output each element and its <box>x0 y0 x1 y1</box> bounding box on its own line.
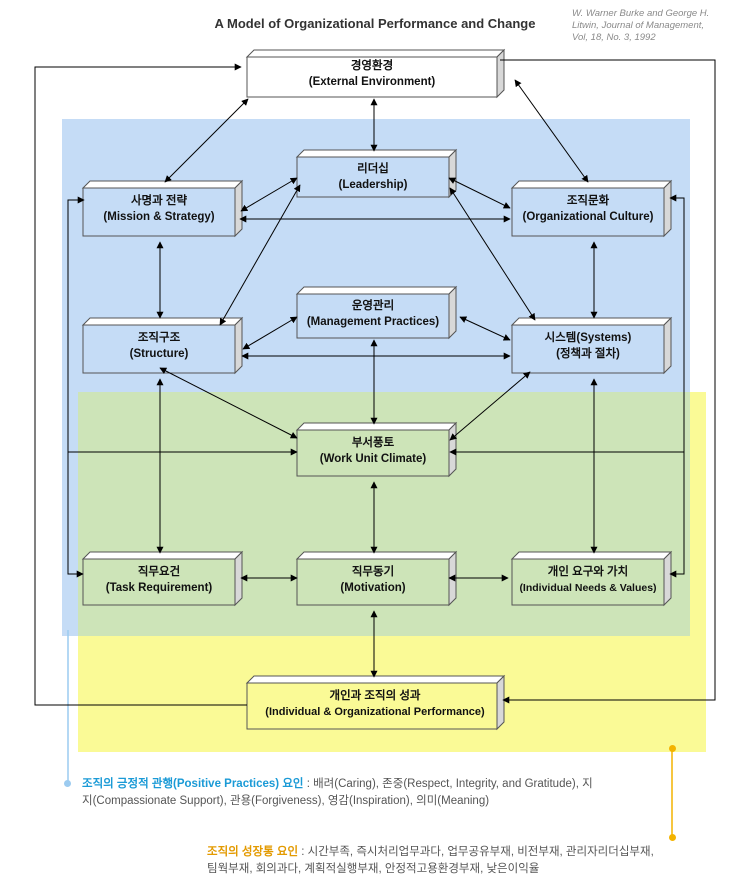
box-leadership: 리더십 (Leadership) <box>297 161 449 193</box>
box-mission-strategy: 사명과 전략 (Mission & Strategy) <box>83 193 235 225</box>
box-work-unit-climate: 부서풍토 (Work Unit Climate) <box>297 435 449 467</box>
arrow-structure-management <box>242 316 298 350</box>
arrow-external-performance-right <box>500 59 716 704</box>
box-needs-en: (Individual Needs & Values) <box>519 582 657 594</box>
box-external-ko: 경영환경 <box>350 60 394 72</box>
arrow-external-culture <box>514 79 589 183</box>
box-mission-ko: 사명과 전략 <box>130 195 188 207</box>
box-shape-climate <box>295 421 458 478</box>
box-shape-external <box>245 48 506 99</box>
positive-legend-heading: 조직의 긍정적 관행(Positive Practices) 요인 <box>82 778 304 790</box>
box-performance: 개인과 조직의 성과 (Individual & Organizational … <box>247 688 503 720</box>
arrow-mission-leadership <box>240 177 298 212</box>
positive-practices-legend: 조직의 긍정적 관행(Positive Practices) 요인 : 배려(C… <box>82 776 642 810</box>
pain-legend-body-1: : 시간부족, 즉시처리업무과다, 업무공유부재, 비전부재, 관리자리더십부재… <box>298 846 654 858</box>
box-structure-ko: 조직구조 <box>137 332 181 344</box>
box-organizational-culture: 조직문화 (Organizational Culture) <box>510 193 666 225</box>
box-shape-leadership <box>295 148 458 199</box>
arrow-structure-climate <box>159 367 298 439</box>
positive-legend-body-2: 지(Compassionate Support), 관용(Forgiveness… <box>82 795 490 807</box>
diagram-title: A Model of Organizational Performance an… <box>214 16 536 31</box>
arrow-mission-climate-loop <box>67 196 298 456</box>
positive-legend-body-1: : 배려(Caring), 존중(Respect, Integrity, and… <box>303 778 593 790</box>
citation-line-1: W. Warner Burke and George H. <box>572 8 710 19</box>
box-mission-en: (Mission & Strategy) <box>103 211 215 223</box>
box-management-practices: 운영관리 (Management Practices) <box>297 298 449 330</box>
box-task-requirement: 직무요건 (Task Requirement) <box>83 564 235 596</box>
positive-legend-dot <box>64 780 71 787</box>
box-systems: 시스템(Systems) (정책과 절차) <box>510 330 666 362</box>
arrow-external-mission <box>164 98 249 183</box>
box-shape-motivation <box>295 550 458 607</box>
box-external-en: (External Environment) <box>308 76 436 88</box>
box-shape-performance <box>245 674 506 731</box>
box-systems-en: (정책과 절차) <box>556 348 620 360</box>
box-motivation-en: (Motivation) <box>340 582 406 594</box>
box-management-ko: 운영관리 <box>351 300 395 312</box>
box-motivation: 직무동기 (Motivation) <box>297 564 449 596</box>
box-climate-ko: 부서풍토 <box>351 437 395 449</box>
box-performance-en: (Individual & Organizational Performance… <box>265 706 485 718</box>
box-task-en: (Task Requirement) <box>105 582 213 594</box>
box-external-environment: 경영환경 (External Environment) <box>247 58 497 90</box>
box-individual-needs: 개인 요구와 가치 (Individual Needs & Values) <box>507 564 669 596</box>
box-shape-management <box>295 285 458 340</box>
arrows-layer <box>34 59 716 706</box>
pain-legend-body-2: 팀웍부재, 회의과다, 계획적실행부재, 안정적고용환경부재, 낮은이익율 <box>207 863 540 875</box>
box-structure-en: (Structure) <box>129 348 189 360</box>
box-culture-en: (Organizational Culture) <box>522 211 654 223</box>
arrow-culture-climate-loop <box>449 194 685 456</box>
box-structure: 조직구조 (Structure) <box>83 330 235 362</box>
box-management-en: (Management Practices) <box>306 316 440 328</box>
pain-legend-heading: 조직의 성장통 요인 <box>207 846 299 858</box>
arrow-management-systems <box>459 316 511 341</box>
citation-line-3: Vol, 18, No. 3, 1992 <box>572 32 656 43</box>
box-motivation-ko: 직무동기 <box>351 566 395 578</box>
box-performance-ko: 개인과 조직의 성과 <box>329 690 421 702</box>
box-shape-task <box>81 550 244 607</box>
pain-legend-dot-bottom <box>669 834 676 841</box>
arrow-leadership-culture <box>448 177 511 209</box>
arrow-performance-external-left <box>34 63 247 706</box>
growing-pains-legend: 조직의 성장통 요인 : 시간부족, 즉시처리업무과다, 업무공유부재, 비전부… <box>207 844 727 878</box>
box-leadership-ko: 리더십 <box>357 163 389 175</box>
box-systems-ko: 시스템(Systems) <box>544 332 632 344</box>
pain-legend-dot <box>669 745 676 752</box>
arrow-needs-right-feed <box>669 452 685 578</box>
citation-line-2: Litwin, Journal of Management, <box>572 20 705 31</box>
arrow-task-left-feed <box>67 452 84 578</box>
arrow-systems-climate <box>449 371 531 441</box>
box-needs-ko: 개인 요구와 가치 <box>547 566 629 578</box>
box-leadership-en: (Leadership) <box>338 179 408 191</box>
box-culture-ko: 조직문화 <box>566 195 610 207</box>
box-task-ko: 직무요건 <box>137 566 181 578</box>
citation: W. Warner Burke and George H. Litwin, Jo… <box>572 8 747 44</box>
box-shape-needs <box>510 550 673 607</box>
box-climate-en: (Work Unit Climate) <box>319 453 427 465</box>
